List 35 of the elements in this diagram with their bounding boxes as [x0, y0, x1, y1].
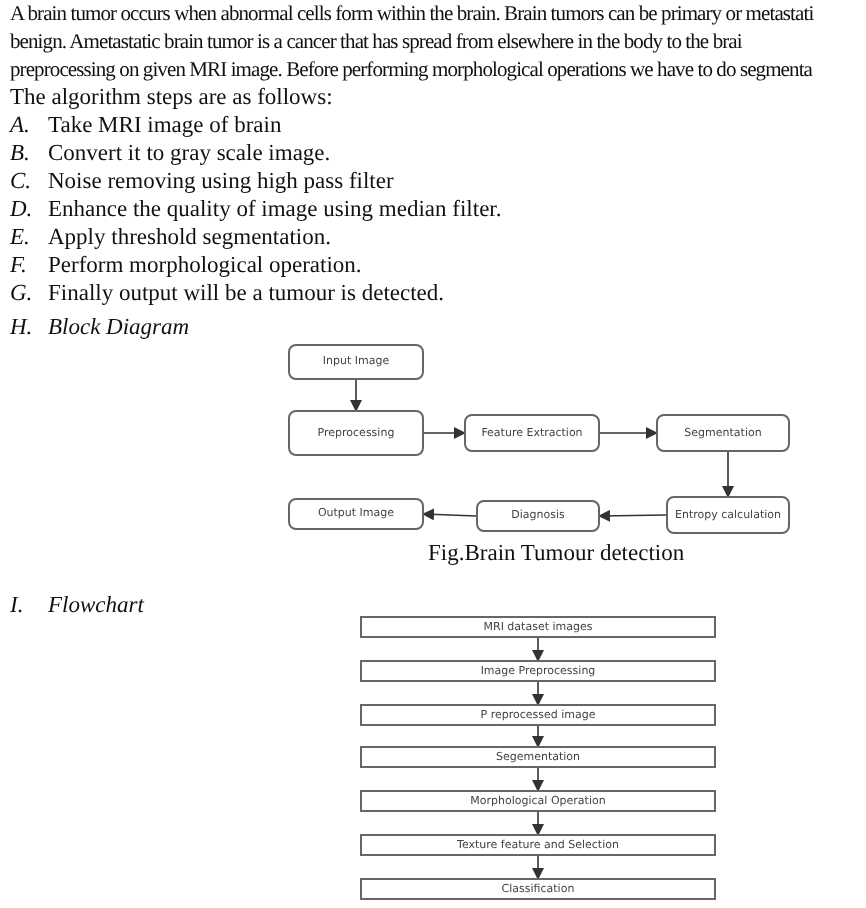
- arrow: [532, 681, 544, 706]
- arrow: [350, 379, 362, 412]
- arrow: [532, 725, 544, 748]
- body-text: Finally output will be a tumour is detected.: [48, 282, 445, 308]
- arrow: [532, 811, 544, 836]
- body-text: A brain tumor occurs when abnormal cells form within the brain. Brain tumors can be primary or metastati: [10, 2, 814, 28]
- arrow: [599, 427, 658, 439]
- arrow: [422, 508, 477, 521]
- body-text: preprocessing on given MRI image. Before performing morphological operations we have to do segmenta: [10, 58, 812, 84]
- section-heading: Block Diagram: [48, 316, 190, 342]
- body-text: Apply threshold segmentation.: [48, 226, 331, 252]
- body-text: Take MRI image of brain: [48, 114, 282, 140]
- arrow: [532, 855, 544, 880]
- list-marker: G.: [10, 282, 33, 308]
- arrow: [598, 509, 667, 522]
- arrow: [423, 427, 466, 439]
- body-text: benign. Ametastatic brain tumor is a cancer that has spread from elsewhere in the body to the brai: [10, 30, 742, 56]
- list-marker: C.: [10, 170, 32, 196]
- list-marker: H.: [10, 316, 33, 342]
- list-marker: D.: [10, 198, 33, 224]
- list-marker: F.: [10, 254, 27, 280]
- figure-caption: Fig.Brain Tumour detection: [428, 542, 685, 568]
- list-marker: B.: [10, 142, 30, 168]
- section-heading: Flowchart: [48, 594, 144, 620]
- list-marker: I.: [10, 594, 24, 620]
- arrow: [532, 767, 544, 792]
- list-marker: E.: [10, 226, 30, 252]
- body-text: The algorithm steps are as follows:: [10, 86, 333, 112]
- body-text: Noise removing using high pass filter: [48, 170, 394, 196]
- body-text: Perform morphological operation.: [48, 254, 362, 280]
- arrow: [532, 637, 544, 662]
- body-text: Enhance the quality of image using median filter.: [48, 198, 502, 224]
- list-marker: A.: [10, 114, 30, 140]
- arrow: [722, 451, 734, 498]
- body-text: Convert it to gray scale image.: [48, 142, 331, 168]
